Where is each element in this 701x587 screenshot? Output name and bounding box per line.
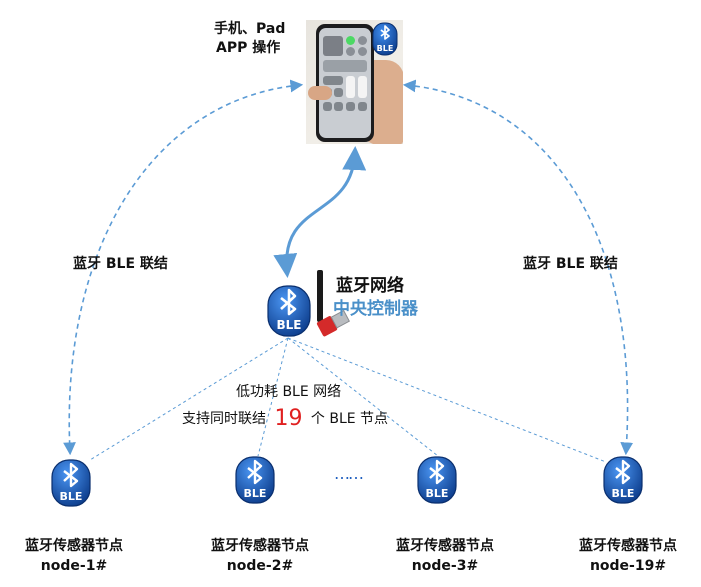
node-label-3: 蓝牙传感器节点 node-3# xyxy=(383,536,507,576)
node-label-2: 蓝牙传感器节点 node-2# xyxy=(198,536,322,576)
link-node-3 xyxy=(287,337,439,457)
controller-subtitle: 中央控制器 xyxy=(333,299,418,319)
network-line2: 支持同时联结 19 个 BLE 节点 xyxy=(182,404,389,431)
network-line2-suffix: 个 BLE 节点 xyxy=(310,411,389,427)
node-title: 蓝牙传感器节点 xyxy=(25,538,123,554)
network-node-count: 19 xyxy=(274,406,303,431)
more-nodes-ellipsis: …… xyxy=(334,464,364,483)
node-title: 蓝牙传感器节点 xyxy=(579,538,677,554)
left-link-label: 蓝牙 BLE 联结 xyxy=(73,256,168,272)
node-bluetooth-icon: BLE xyxy=(235,456,275,504)
node-badge-text: BLE xyxy=(60,490,83,503)
left-ble-link-arc xyxy=(63,79,304,456)
link-node-2 xyxy=(257,337,289,457)
usb-dongle-icon xyxy=(316,270,350,337)
network-line1: 低功耗 BLE 网络 xyxy=(236,384,342,400)
node-id: node-2# xyxy=(226,558,294,574)
node-id: node-1# xyxy=(40,558,108,574)
node-badge-text: BLE xyxy=(612,487,635,500)
phone-body xyxy=(316,24,374,142)
controller-bluetooth-icon: BLE xyxy=(267,285,311,337)
controller-phone-link xyxy=(273,146,367,278)
node-bluetooth-icon: BLE xyxy=(417,456,457,504)
network-lines xyxy=(89,337,607,463)
thumb-shape xyxy=(308,86,332,100)
node-bluetooth-icon: BLE xyxy=(51,459,91,507)
bluetooth-icon: BLE xyxy=(372,22,398,56)
controller-title: 蓝牙网络 xyxy=(336,276,404,296)
node-badge-text: BLE xyxy=(426,487,449,500)
node-id: node-3# xyxy=(411,558,479,574)
node-badge-text: BLE xyxy=(244,487,267,500)
node-label-4: 蓝牙传感器节点 node-19# xyxy=(566,536,690,576)
node-label-1: 蓝牙传感器节点 node-1# xyxy=(12,536,136,576)
top-device-label-line1: 手机、Pad xyxy=(214,21,286,37)
phone-photo xyxy=(306,20,403,144)
top-device-label-line2: APP 操作 xyxy=(216,40,281,56)
controller-badge-text: BLE xyxy=(277,318,302,332)
right-link-label: 蓝牙 BLE 联结 xyxy=(523,256,618,272)
node-bluetooth-icon: BLE xyxy=(603,456,643,504)
node-title: 蓝牙传感器节点 xyxy=(396,538,494,554)
right-ble-link-arc xyxy=(402,79,634,456)
node-id: node-19# xyxy=(589,558,667,574)
phone-screen xyxy=(319,28,371,138)
link-node-19 xyxy=(287,337,607,463)
network-line2-prefix: 支持同时联结 xyxy=(182,411,266,427)
top-device-label: 手机、Pad APP 操作 xyxy=(214,20,285,58)
node-title: 蓝牙传感器节点 xyxy=(211,538,309,554)
ble-badge-text: BLE xyxy=(377,44,394,53)
link-node-1 xyxy=(89,337,289,461)
